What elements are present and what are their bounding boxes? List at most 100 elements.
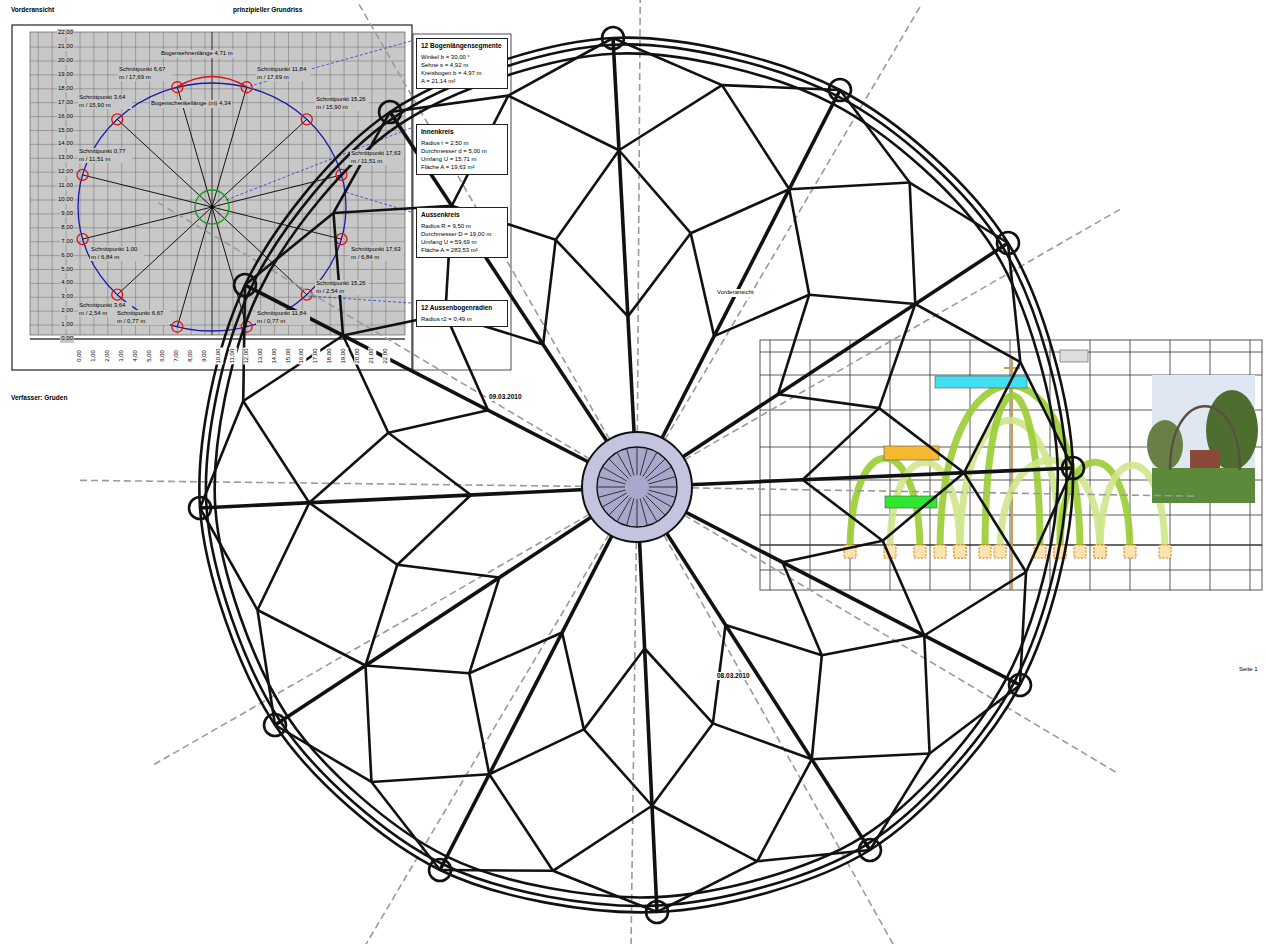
dome-strut: [366, 666, 372, 782]
rim-joint: [234, 274, 256, 296]
point-label: Schnittpunkt 1,00 m / 6,84 m: [90, 246, 144, 261]
axis-value: 12,00: [243, 347, 251, 364]
dome-strut: [397, 495, 471, 565]
axis-value: 16,00: [57, 113, 74, 121]
inner-circle: [195, 190, 229, 224]
dome-strut: [652, 806, 757, 862]
arch-base: [954, 545, 966, 558]
spoke: [83, 207, 212, 239]
point-label: Schnittpunkt 3,64 m / 15,90 m: [78, 94, 132, 109]
dome-strut: [556, 240, 628, 317]
hub-rod: [598, 490, 625, 497]
axis-value: 15,00: [57, 127, 74, 135]
dome-strut: [309, 503, 397, 565]
dome-strut: [822, 636, 924, 656]
grid-line: [191, 32, 192, 335]
dome-strut: [371, 774, 489, 782]
dome-strut: [309, 433, 388, 503]
intersection-marker: [336, 234, 347, 245]
grid-line: [30, 74, 405, 75]
intersection-marker: [77, 169, 88, 180]
dome-strut: [812, 655, 822, 759]
axis-value: 3,00: [60, 293, 74, 301]
dome-strut: [757, 759, 812, 861]
rim-joint: [602, 27, 624, 49]
dome-strut: [628, 233, 691, 316]
hub-rod: [617, 497, 631, 521]
axis-value: 21,00: [368, 347, 376, 364]
main-rib: [275, 487, 637, 725]
grid-line: [30, 61, 405, 62]
plan-sheet: [12, 25, 511, 370]
axis-value: 13,00: [57, 154, 74, 162]
sheet-note: 08.03.2010: [716, 672, 751, 680]
main-rib: [637, 243, 1008, 487]
point-label: Schnittpunkt 11,84 m / 0,77 m: [256, 310, 310, 325]
axis-value: 4,00: [132, 349, 140, 363]
axis-line: [155, 201, 637, 487]
grid-line: [770, 340, 771, 590]
grid-line: [30, 213, 405, 214]
main-rib: [637, 487, 657, 912]
panel-heading: Aussenkreis: [421, 211, 503, 220]
point-label: Schnittpunkt 6,67 m / 17,69 m: [118, 66, 172, 81]
dome-strut: [366, 666, 470, 674]
hub-rod: [637, 447, 638, 475]
grid-line: [93, 32, 94, 335]
panel-value: Radius r = 2,50 m: [421, 139, 503, 147]
hub-rod: [637, 499, 638, 527]
dome-strut: [691, 233, 714, 336]
dome-strut: [915, 304, 1020, 362]
dome-strut: [645, 649, 713, 724]
axis-value: 13,00: [257, 347, 265, 364]
outer-circle: [78, 83, 346, 331]
dome-strut: [619, 150, 691, 233]
grid-line: [371, 32, 372, 335]
hub-rod: [602, 467, 626, 481]
dome-strut: [783, 562, 822, 655]
main-rib: [200, 487, 637, 508]
arch-base: [1094, 545, 1106, 558]
main-rib: [637, 487, 870, 850]
main-rib: [390, 112, 637, 487]
axis-value: 8,00: [187, 349, 195, 363]
axis-value: 22,00: [382, 347, 390, 364]
axis-value: 0,00: [76, 349, 84, 363]
info-column: [413, 34, 511, 370]
hub-ring: [597, 447, 677, 527]
axis-value: 5,00: [60, 266, 74, 274]
grid-line: [30, 88, 405, 89]
axis-value: 20,00: [354, 347, 362, 364]
axis-value: 7,00: [174, 349, 182, 363]
panel-value: Durchmesser d = 5,00 m: [421, 147, 503, 155]
dome-rim: [206, 44, 1067, 906]
dome-strut: [924, 636, 929, 754]
grid-line: [30, 116, 405, 117]
axis-line: [77, 480, 637, 487]
dome-strut: [489, 774, 553, 871]
dome-strut: [809, 295, 915, 304]
hub-rod: [643, 452, 657, 476]
panel-value: Kreisbogen b = 4,97 m: [421, 69, 503, 77]
axis-value: 10,00: [57, 196, 74, 204]
dome-strut: [879, 304, 915, 408]
axis-value: 9,00: [60, 210, 74, 218]
main-rib: [613, 38, 637, 487]
dome-strut: [879, 408, 964, 473]
grid-line: [30, 269, 405, 270]
dome-strut: [924, 572, 1026, 635]
grid-line: [385, 32, 386, 335]
dome-strut: [553, 806, 652, 871]
rim-joint: [189, 497, 211, 519]
dome-strut: [584, 649, 645, 730]
axis-value: 0,00: [60, 335, 74, 343]
grid-line: [30, 255, 405, 256]
axis-line: [637, 0, 641, 487]
axis-value: 18,00: [326, 347, 334, 364]
dimension: Bogenschenkellänge (m) 4,34: [150, 100, 232, 108]
axis-value: 3,00: [118, 349, 126, 363]
main-rib: [637, 90, 840, 487]
axis-value: 17,00: [57, 99, 74, 107]
